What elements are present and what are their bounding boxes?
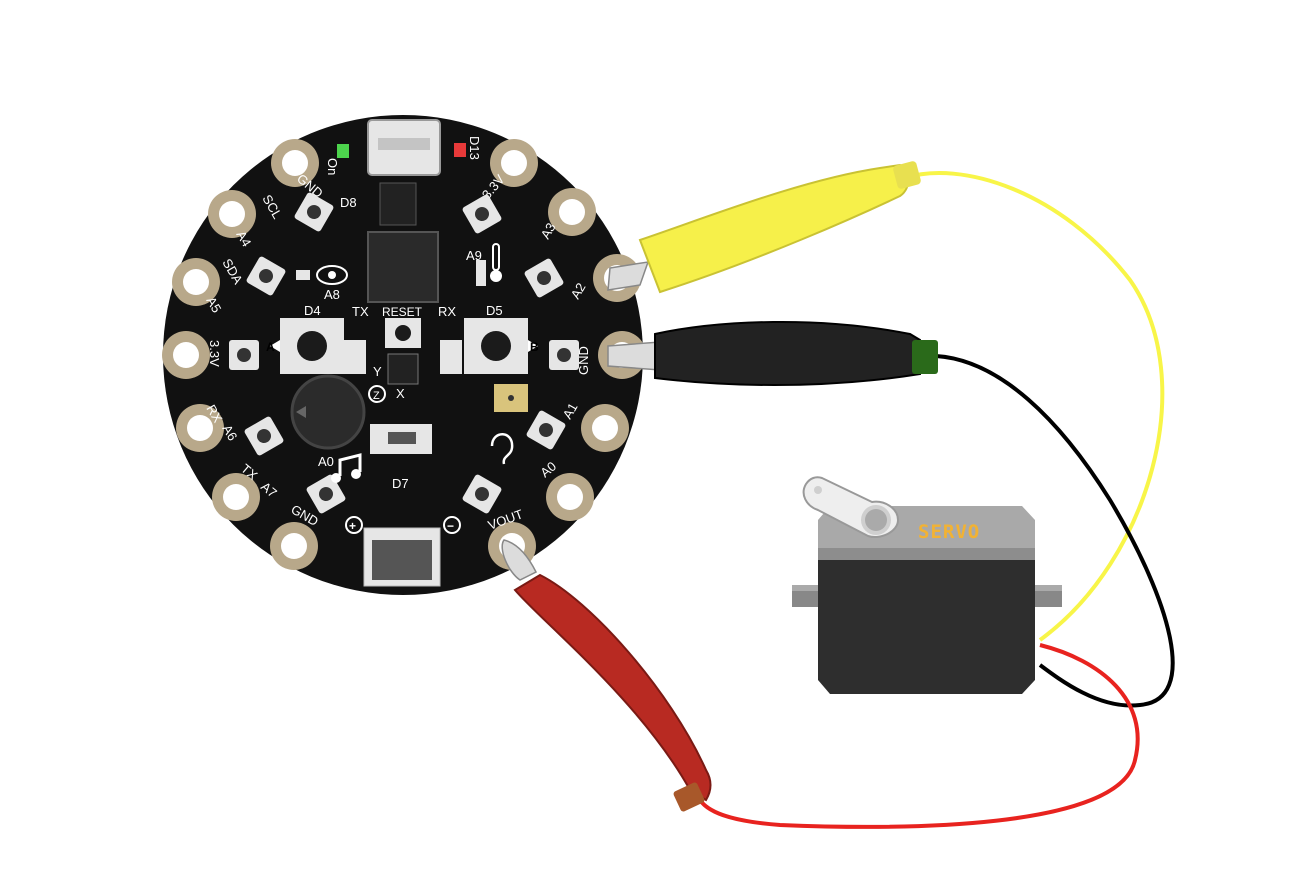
circuit-playground-board: A2 GND A1 A0 VOUT GND TX A7 RX A6 3.3V S… — [162, 115, 646, 595]
pad-a5[interactable] — [172, 258, 220, 306]
pad-3v3-left[interactable] — [162, 331, 210, 379]
led-on — [337, 144, 349, 158]
pad-label-a6: A6 — [219, 422, 240, 443]
pad-a6[interactable] — [176, 404, 224, 452]
servo-label: SERVO — [918, 521, 980, 543]
label-minus: − — [447, 519, 454, 533]
label-plus: + — [349, 519, 356, 533]
red-alligator-clip[interactable] — [501, 539, 712, 812]
label-rx: RX — [438, 304, 456, 319]
label-a0-music: A0 — [318, 454, 334, 469]
label-a8: A8 — [324, 287, 340, 302]
label-d8: D8 — [340, 195, 357, 210]
plus-icon — [345, 516, 363, 534]
led-d13 — [454, 143, 466, 157]
accelerometer-chip — [387, 353, 419, 385]
neopixels — [229, 192, 579, 514]
pad-label-a1: A1 — [560, 400, 581, 421]
pad-gnd-bottom[interactable] — [270, 522, 318, 570]
reset-button[interactable] — [385, 318, 421, 348]
label-z: Z — [373, 390, 380, 402]
pad-3v3-top[interactable] — [490, 139, 538, 187]
servo-horn[interactable] — [802, 476, 900, 538]
pad-a0[interactable] — [546, 473, 594, 521]
red-wire — [698, 643, 1140, 829]
pad-label-a5: A5 — [203, 294, 224, 315]
pad-a1[interactable] — [581, 404, 629, 452]
pad-label-gnd-right: GND — [576, 346, 591, 375]
yellow-alligator-clip[interactable] — [607, 160, 922, 294]
label-button-b: B — [530, 340, 539, 354]
yellow-wire — [904, 171, 1165, 642]
label-on: On — [325, 158, 340, 175]
pad-label-3v3-left: 3.3V — [207, 340, 222, 367]
main-chip — [367, 231, 439, 303]
button-a[interactable] — [280, 318, 344, 374]
button-b[interactable] — [464, 318, 528, 374]
thermometer-icon — [490, 243, 502, 282]
eye-icon — [316, 265, 348, 285]
flash-chip — [379, 182, 417, 226]
pad-label-a4: A4 — [233, 228, 254, 249]
black-wire — [935, 354, 1175, 708]
pad-label-a3: A3 — [538, 220, 559, 241]
servo-motor: SERVO — [792, 476, 1062, 694]
label-d4: D4 — [304, 303, 321, 318]
z-axis-icon — [368, 385, 386, 403]
speaker — [290, 374, 366, 450]
label-d13: D13 — [467, 136, 482, 160]
label-d5: D5 — [486, 303, 503, 318]
ear-icon — [490, 433, 514, 465]
pad-label-a2: A2 — [568, 280, 589, 301]
pad-gnd-top[interactable] — [271, 139, 319, 187]
pad-a4[interactable] — [208, 190, 256, 238]
minus-icon — [443, 516, 461, 534]
label-tx: TX — [352, 304, 369, 319]
label-button-a: A — [266, 340, 275, 354]
label-d7: D7 — [392, 476, 409, 491]
slide-switch[interactable] — [370, 424, 432, 454]
music-note-icon — [331, 453, 362, 483]
pad-a7[interactable] — [212, 473, 260, 521]
pad-a3[interactable] — [548, 188, 596, 236]
black-alligator-clip[interactable] — [607, 320, 938, 386]
label-x: X — [396, 386, 405, 401]
label-a9: A9 — [466, 248, 482, 263]
label-y: Y — [373, 364, 382, 379]
label-reset: RESET — [382, 305, 423, 319]
battery-connector — [363, 527, 441, 587]
